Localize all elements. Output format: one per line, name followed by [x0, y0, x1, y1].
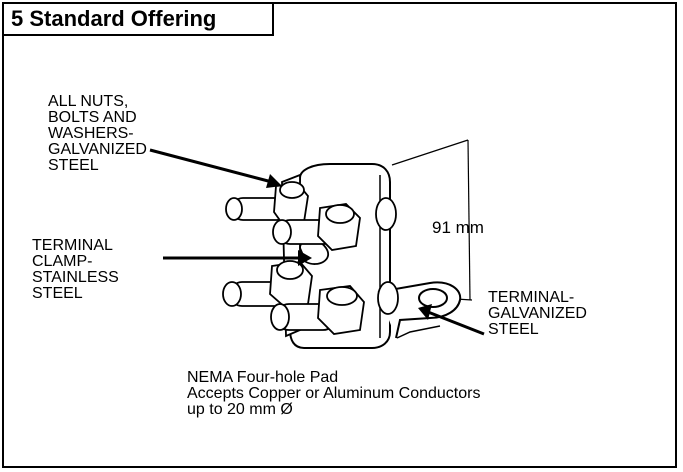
label-terminal: TERMINAL- GALVANIZED STEEL [488, 289, 587, 338]
figure-title: 5 Standard Offering [4, 4, 274, 36]
bolt-group [222, 181, 399, 335]
label-nuts-bolts-washers: ALL NUTS, BOLTS AND WASHERS- GALVANIZED … [48, 93, 147, 174]
caption-line-3: up to 20 mm Ø [187, 401, 293, 418]
leader-arrows [149, 148, 485, 336]
caption-line-1: NEMA Four-hole Pad [187, 369, 339, 386]
label-terminal-clamp: TERMINAL CLAMP- STAINLESS STEEL [32, 237, 119, 302]
caption-line-2: Accepts Copper or Aluminum Conductors [187, 385, 481, 402]
dimension-label: 91 mm [432, 218, 484, 237]
caption: NEMA Four-hole Pad Accepts Copper or Alu… [187, 370, 480, 418]
